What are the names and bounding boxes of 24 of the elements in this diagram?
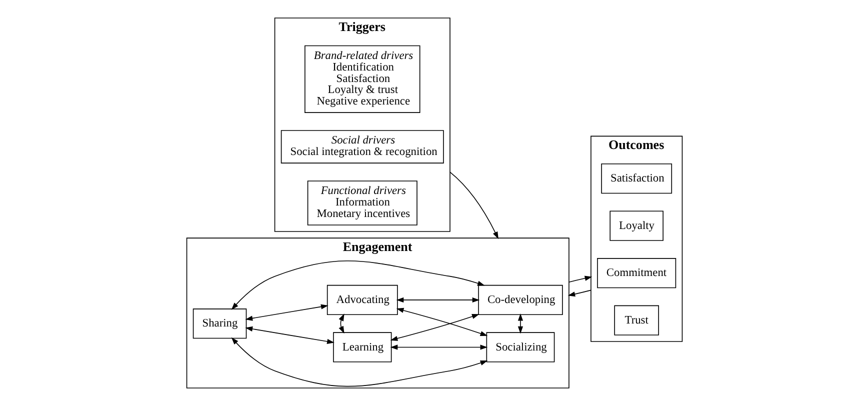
node-box: Commitment [596, 258, 676, 288]
arrow [396, 297, 480, 303]
arrow [449, 172, 498, 240]
node-box: Functional drivers Information Monetary incentives [306, 180, 417, 226]
arrow [230, 337, 488, 387]
node-box: Socializing [486, 332, 554, 362]
node-box: Brand-related drivers Identification Satisfaction Loyalty & trust Negative experience [304, 45, 420, 113]
arrow [244, 326, 334, 344]
node-box: Satisfaction [600, 163, 672, 194]
node-box: Co-developing [478, 284, 562, 316]
node-box: Sharing [192, 308, 246, 339]
arrow [517, 313, 523, 334]
arrow [567, 290, 591, 297]
node-box: Social drivers Social integration & recognition [280, 130, 444, 164]
arrow [568, 276, 592, 283]
arrow [390, 314, 479, 341]
node-box: Loyalty [609, 210, 663, 241]
arrow [396, 308, 488, 336]
node-box: Learning [332, 332, 392, 362]
node-box: Trust [614, 305, 658, 336]
arrow [390, 344, 488, 350]
node-box: Advocating [326, 284, 398, 316]
arrow [244, 304, 328, 321]
arrow [230, 260, 484, 310]
